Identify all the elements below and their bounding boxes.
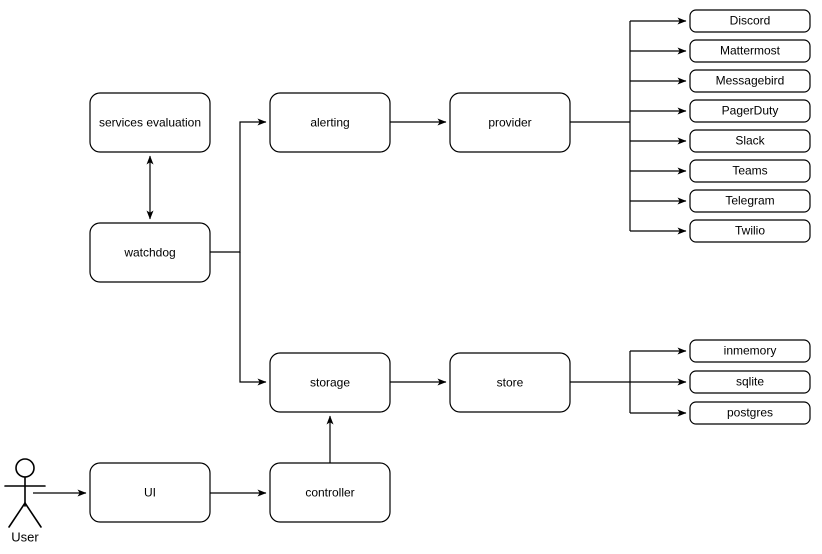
leaf-sqlite-rect[interactable] xyxy=(689,370,811,394)
leaf-discord-rect[interactable] xyxy=(689,9,811,33)
leaf-messagebird-rect[interactable] xyxy=(689,69,811,93)
edge-layer xyxy=(33,17,687,497)
leaf-twilio-label: Twilio xyxy=(735,224,765,238)
leaf-messagebird-label: Messagebird xyxy=(716,74,785,88)
leaf-discord[interactable]: Discord xyxy=(689,9,811,33)
node-storage-label: storage xyxy=(310,376,350,390)
node-store-rect[interactable] xyxy=(449,352,571,413)
leaf-postgres-label: postgres xyxy=(727,406,773,420)
node-services-evaluation[interactable]: services evaluation xyxy=(89,92,211,153)
leaf-telegram[interactable]: Telegram xyxy=(689,189,811,213)
leaf-postgres-rect[interactable] xyxy=(689,401,811,425)
node-store[interactable]: store xyxy=(449,352,571,413)
leaf-teams-label: Teams xyxy=(732,164,767,178)
leaf-slack-label: Slack xyxy=(735,134,765,148)
node-storage[interactable]: storage xyxy=(269,352,391,413)
leaf-mattermost[interactable]: Mattermost xyxy=(689,39,811,63)
leaf-discord-label: Discord xyxy=(730,14,771,28)
node-watchdog[interactable]: watchdog xyxy=(89,222,211,283)
leaf-teams[interactable]: Teams xyxy=(689,159,811,183)
leaf-mattermost-label: Mattermost xyxy=(720,44,781,58)
node-ui[interactable]: UI xyxy=(89,462,211,523)
node-provider-label: provider xyxy=(488,116,531,130)
leaf-pagerduty-label: PagerDuty xyxy=(722,104,779,118)
actor-right-leg-icon xyxy=(24,502,42,528)
leaf-teams-rect[interactable] xyxy=(689,159,811,183)
node-controller-label: controller xyxy=(305,486,354,500)
actor-user-label: User xyxy=(11,529,39,544)
leaf-pagerduty-rect[interactable] xyxy=(689,99,811,123)
leaf-telegram-rect[interactable] xyxy=(689,189,811,213)
node-provider-rect[interactable] xyxy=(449,92,571,153)
node-store-label: store xyxy=(497,376,524,390)
leaf-sqlite-label: sqlite xyxy=(736,375,764,389)
edge-watchdog-storage xyxy=(239,252,267,386)
leaf-inmemory-rect[interactable] xyxy=(689,339,811,363)
leaf-pagerduty[interactable]: PagerDuty xyxy=(689,99,811,123)
leaf-twilio[interactable]: Twilio xyxy=(689,219,811,243)
edge-watchdog-alerting xyxy=(210,118,267,253)
node-watchdog-label: watchdog xyxy=(123,246,175,260)
node-ui-rect[interactable] xyxy=(89,462,211,523)
node-alerting[interactable]: alerting xyxy=(269,92,391,153)
node-layer: services evaluation watchdog alerting pr… xyxy=(89,92,571,523)
node-controller-rect[interactable] xyxy=(269,462,391,523)
node-ui-label: UI xyxy=(144,486,156,500)
store-list: inmemory sqlite postgres xyxy=(689,339,811,425)
node-controller[interactable]: controller xyxy=(269,462,391,523)
actor-left-leg-icon xyxy=(8,502,26,528)
node-provider[interactable]: provider xyxy=(449,92,571,153)
leaf-inmemory[interactable]: inmemory xyxy=(689,339,811,363)
leaf-mattermost-rect[interactable] xyxy=(689,39,811,63)
leaf-sqlite[interactable]: sqlite xyxy=(689,370,811,394)
node-alerting-rect[interactable] xyxy=(269,92,391,153)
leaf-slack-rect[interactable] xyxy=(689,129,811,153)
actor-head-icon xyxy=(15,458,35,478)
node-services-evaluation-rect[interactable] xyxy=(89,92,211,153)
provider-list: Discord Mattermost Messagebird PagerDuty… xyxy=(689,9,811,243)
actor-user[interactable]: User xyxy=(4,458,46,544)
leaf-postgres[interactable]: postgres xyxy=(689,401,811,425)
leaf-twilio-rect[interactable] xyxy=(689,219,811,243)
node-alerting-label: alerting xyxy=(310,116,349,130)
leaf-slack[interactable]: Slack xyxy=(689,129,811,153)
leaf-inmemory-label: inmemory xyxy=(724,344,777,358)
node-storage-rect[interactable] xyxy=(269,352,391,413)
leaf-messagebird[interactable]: Messagebird xyxy=(689,69,811,93)
node-watchdog-rect[interactable] xyxy=(89,222,211,283)
leaf-telegram-label: Telegram xyxy=(725,194,774,208)
node-services-evaluation-label: services evaluation xyxy=(99,116,201,130)
